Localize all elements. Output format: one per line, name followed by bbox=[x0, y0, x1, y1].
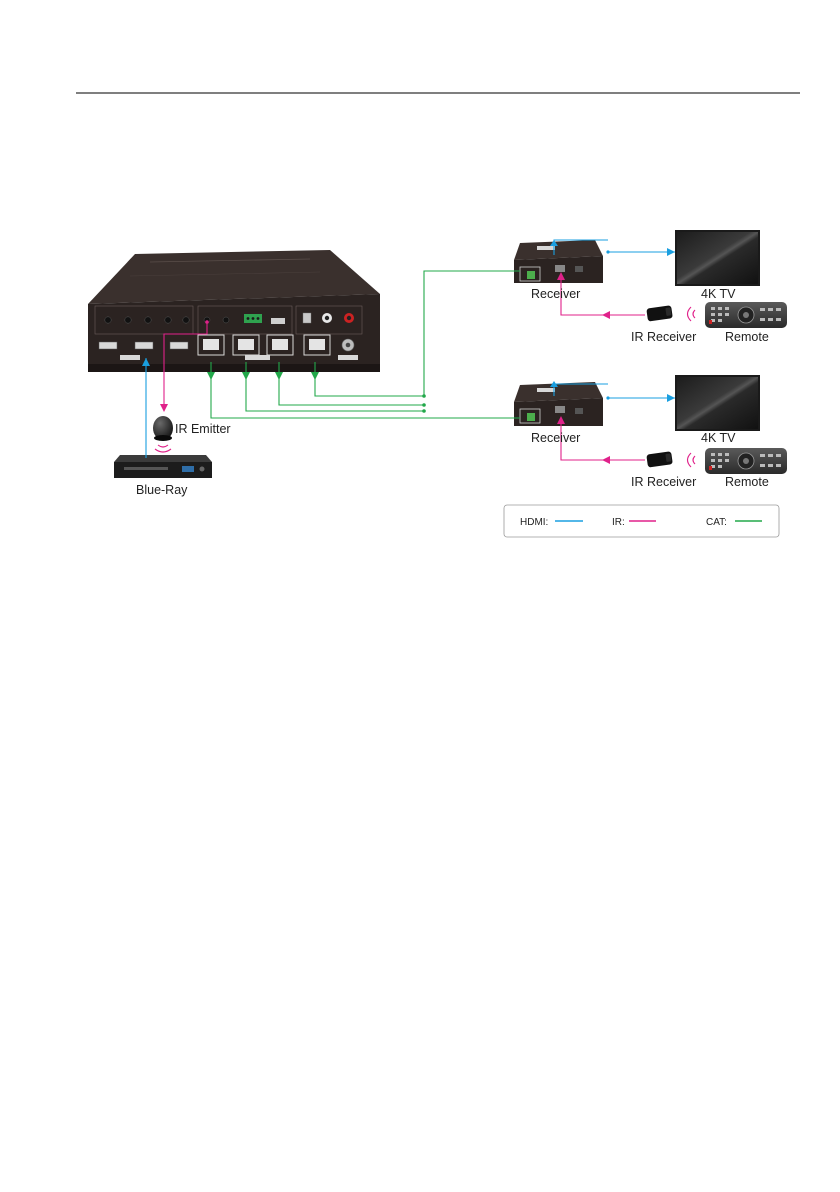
legend-ir-label: IR: bbox=[612, 517, 625, 528]
legend: HDMI: IR: CAT: bbox=[504, 505, 779, 537]
tv-top bbox=[675, 230, 760, 286]
fw-port bbox=[271, 318, 285, 324]
receiver-top-device bbox=[514, 240, 603, 283]
spdif-port bbox=[303, 313, 311, 323]
remote-bottom bbox=[705, 448, 787, 474]
ir-receiver-bottom-label: IR Receiver bbox=[631, 475, 696, 489]
ir-receiver-top-label: IR Receiver bbox=[631, 330, 696, 344]
receiver-bottom-device bbox=[514, 382, 603, 426]
hdmi-input-ports bbox=[99, 342, 188, 349]
ir-receiver-bottom-device bbox=[646, 451, 673, 467]
ir-receiver-top-device bbox=[646, 305, 673, 321]
blue-ray-label: Blue-Ray bbox=[136, 483, 188, 497]
legend-cat-label: CAT: bbox=[706, 517, 727, 528]
remote-top bbox=[705, 302, 787, 328]
remote-top-label: Remote bbox=[725, 330, 769, 344]
tv-bottom bbox=[675, 375, 760, 431]
ir-emitter-label: IR Emitter bbox=[175, 422, 231, 436]
cat-arrows bbox=[207, 372, 426, 413]
matrix-switch bbox=[88, 250, 380, 372]
audio-r-jack-core bbox=[347, 316, 351, 320]
rs232-pins bbox=[247, 317, 260, 320]
tv-top-label: 4K TV bbox=[701, 287, 736, 301]
blue-ray-device bbox=[114, 455, 212, 478]
receiver-bottom-label: Receiver bbox=[531, 431, 580, 445]
remote-bottom-label: Remote bbox=[725, 475, 769, 489]
receiver-top-label: Receiver bbox=[531, 287, 580, 301]
audio-l-jack-core bbox=[325, 316, 329, 320]
section-tags bbox=[120, 355, 140, 360]
legend-hdmi-label: HDMI: bbox=[520, 517, 548, 528]
ir-emitter-waves bbox=[155, 445, 171, 452]
tv-bottom-label: 4K TV bbox=[701, 431, 736, 445]
ir-emitter-device bbox=[153, 416, 173, 441]
